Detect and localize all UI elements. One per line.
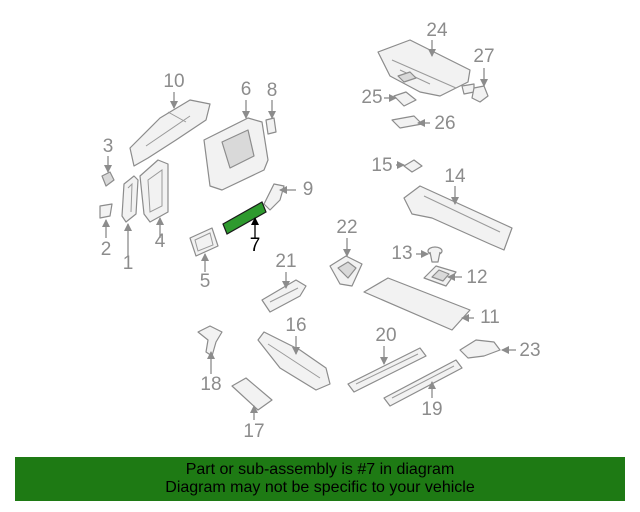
part-16-lower-trim[interactable] (257, 331, 331, 391)
part-12-cover[interactable] (423, 265, 457, 287)
part-2-clip[interactable] (99, 203, 113, 219)
banner-line-2: Diagram may not be specific to your vehi… (165, 479, 475, 496)
callout-24: 24 (426, 20, 448, 41)
banner-line-1: Part or sub-assembly is #7 in diagram (185, 461, 455, 478)
callout-labels: 1 2 3 4 5 6 7 8 9 10 11 12 13 14 15 16 1… (101, 20, 541, 442)
callout-25: 25 (361, 87, 382, 108)
part-23-bracket[interactable] (459, 339, 501, 359)
part-15-clip[interactable] (403, 159, 423, 173)
part-20-strip[interactable] (347, 347, 427, 393)
part-7-strip-highlighted[interactable] (222, 201, 267, 235)
callout-13: 13 (391, 243, 412, 264)
part-17-mat[interactable] (231, 377, 273, 411)
callout-6: 6 (241, 79, 252, 100)
part-1-trim[interactable] (121, 175, 139, 223)
callout-2: 2 (101, 239, 112, 260)
part-10-upper-trim[interactable] (129, 99, 211, 167)
part-4-panel[interactable] (139, 159, 169, 223)
callout-23: 23 (519, 340, 540, 361)
part-27-clip[interactable] (471, 85, 489, 103)
info-banner: Part or sub-assembly is #7 in diagram Di… (15, 457, 625, 501)
part-6-quarter-panel[interactable] (203, 117, 269, 191)
callout-19: 19 (421, 399, 442, 420)
callout-3: 3 (103, 136, 114, 157)
part-24-cargo-cover[interactable] (377, 39, 475, 97)
callout-18: 18 (200, 374, 221, 395)
callout-14: 14 (444, 166, 466, 187)
callout-10: 10 (163, 71, 184, 92)
callout-11: 11 (480, 307, 500, 328)
callout-21: 21 (275, 251, 296, 272)
callout-20: 20 (375, 325, 396, 346)
part-9-bracket[interactable] (263, 183, 285, 211)
part-26-plate[interactable] (391, 115, 423, 129)
part-25-bracket[interactable] (393, 91, 417, 107)
part-8-clip[interactable] (265, 117, 277, 135)
callout-4: 4 (155, 231, 166, 252)
part-19-rail[interactable] (383, 359, 463, 407)
part-3-clip[interactable] (101, 171, 115, 187)
part-22-bracket[interactable] (329, 255, 363, 287)
callout-26: 26 (434, 113, 455, 134)
part-5-frame[interactable] (189, 227, 219, 257)
part-11-floor-panel[interactable] (363, 277, 471, 331)
callout-17: 17 (243, 421, 264, 442)
callout-12: 12 (466, 267, 487, 288)
callout-1: 1 (123, 253, 134, 274)
callout-9: 9 (303, 179, 314, 200)
part-13-knob[interactable] (427, 246, 443, 263)
callout-15: 15 (371, 155, 392, 176)
callout-8: 8 (267, 80, 278, 101)
part-18-bracket[interactable] (197, 325, 223, 357)
part-14-sill-panel[interactable] (403, 185, 513, 251)
part-21-trim[interactable] (261, 279, 307, 313)
leader-lines (102, 40, 516, 420)
callout-27: 27 (473, 46, 494, 67)
callout-22: 22 (336, 217, 357, 238)
callout-16: 16 (285, 315, 306, 336)
callout-5: 5 (200, 271, 211, 292)
callout-7: 7 (250, 235, 261, 256)
